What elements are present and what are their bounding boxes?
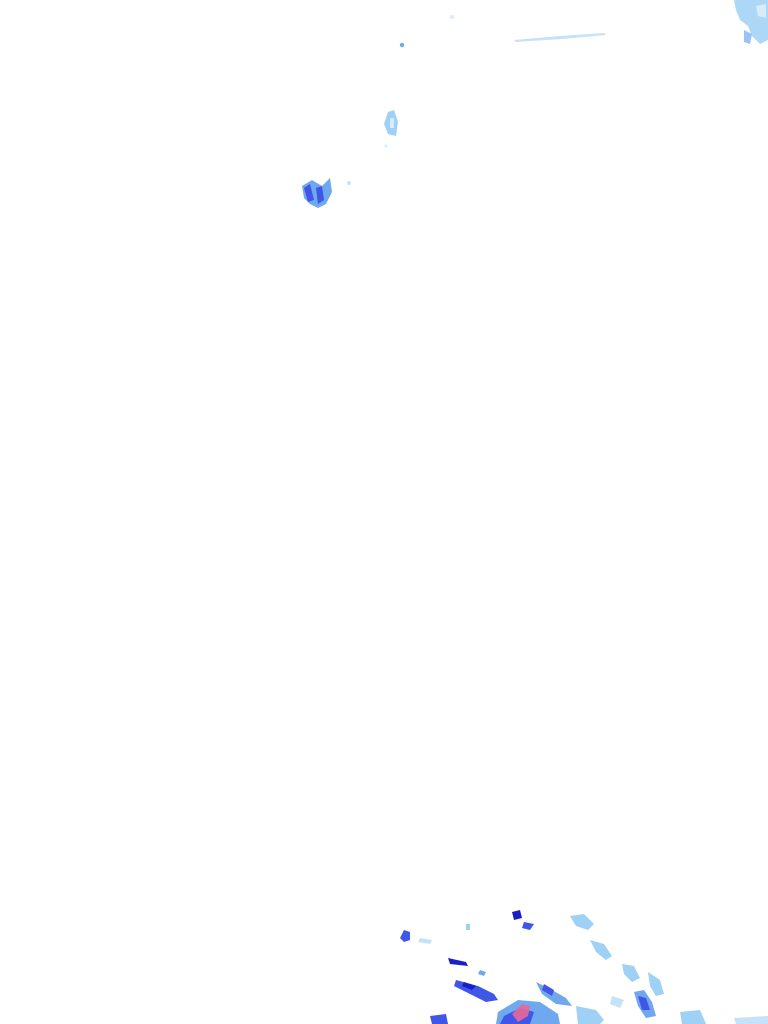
echo-top-right — [734, 0, 768, 44]
echo-scatter-southeast — [466, 924, 768, 1024]
echo-speck-top — [399, 42, 405, 48]
echo-cell-northwest — [302, 178, 351, 208]
echo-core-south — [512, 1004, 530, 1022]
echo-streak-top — [450, 15, 606, 42]
echo-small-cluster — [384, 110, 398, 148]
